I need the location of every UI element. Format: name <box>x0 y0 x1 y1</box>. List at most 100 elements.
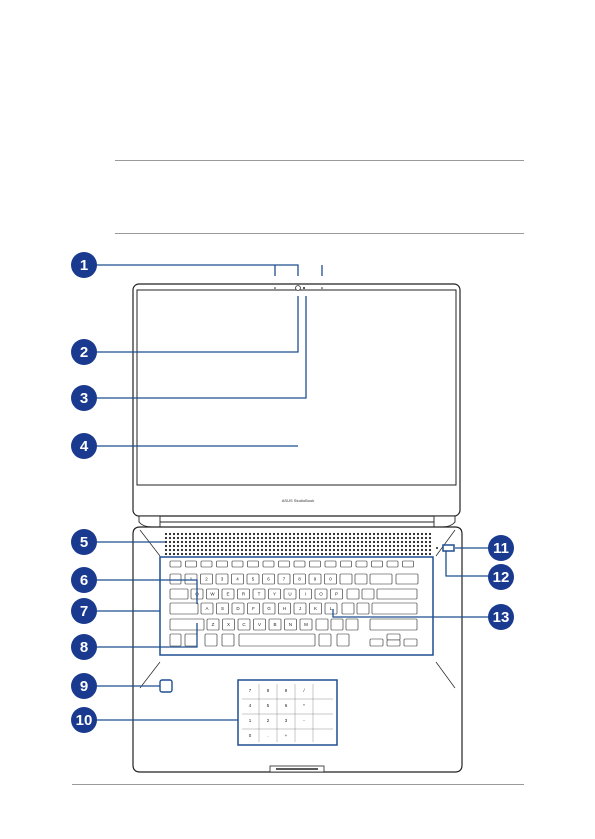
keyboard-key[interactable] <box>342 603 354 614</box>
keyboard-key[interactable] <box>362 589 374 599</box>
keyboard-key[interactable]: E <box>222 589 234 599</box>
keyboard-key[interactable] <box>372 603 417 614</box>
key-cap[interactable] <box>396 574 418 584</box>
keyboard-key[interactable]: 8 <box>294 574 306 584</box>
keyboard-key[interactable] <box>341 561 352 567</box>
keyboard-key[interactable] <box>239 634 315 646</box>
keyboard-key[interactable]: P <box>331 589 343 599</box>
keyboard-key[interactable] <box>331 619 343 630</box>
key-cap[interactable] <box>279 561 290 567</box>
keyboard-key[interactable] <box>325 561 336 567</box>
keyboard-key[interactable]: K <box>310 603 322 614</box>
keyboard-key[interactable]: L <box>325 603 337 614</box>
key-cap[interactable] <box>222 634 234 646</box>
key-cap[interactable] <box>248 561 259 567</box>
key-cap[interactable] <box>170 561 181 567</box>
keyboard-key[interactable] <box>294 561 305 567</box>
keyboard-key[interactable] <box>170 574 181 584</box>
key-cap[interactable] <box>239 634 315 646</box>
keyboard-key[interactable] <box>387 561 398 567</box>
key-cap[interactable] <box>205 634 217 646</box>
key-cap[interactable] <box>347 589 359 599</box>
key-cap[interactable] <box>170 574 181 584</box>
key-cap[interactable] <box>370 574 392 584</box>
key-cap[interactable] <box>263 561 274 567</box>
key-cap[interactable] <box>170 619 204 630</box>
keyboard-key[interactable]: 0 <box>325 574 337 584</box>
keyboard-key[interactable] <box>340 574 352 584</box>
keyboard-key[interactable] <box>403 561 414 567</box>
keyboard-key[interactable]: U <box>284 589 296 599</box>
key-cap[interactable] <box>403 561 414 567</box>
keyboard-key[interactable]: M <box>300 619 312 630</box>
key-cap[interactable] <box>170 634 181 646</box>
keyboard-key[interactable] <box>170 619 204 630</box>
keyboard-key[interactable]: B <box>269 619 281 630</box>
fingerprint-sensor[interactable] <box>160 680 172 692</box>
key-cap[interactable] <box>201 561 212 567</box>
keyboard-key[interactable]: S <box>217 603 229 614</box>
key-cap[interactable] <box>185 634 197 646</box>
keyboard-key[interactable]: 4 <box>232 574 244 584</box>
key-cap[interactable] <box>325 561 336 567</box>
key-cap[interactable] <box>356 561 367 567</box>
keyboard-key[interactable]: O <box>315 589 327 599</box>
key-cap[interactable] <box>186 561 197 567</box>
key-cap[interactable] <box>294 561 305 567</box>
keyboard-key[interactable]: I <box>300 589 312 599</box>
keyboard-key[interactable] <box>404 639 417 646</box>
key-cap[interactable] <box>342 603 354 614</box>
keyboard-key[interactable] <box>201 561 212 567</box>
keyboard-key[interactable] <box>316 619 328 630</box>
key-cap[interactable] <box>372 561 383 567</box>
keyboard-key[interactable]: V <box>254 619 266 630</box>
keyboard-key[interactable] <box>185 634 197 646</box>
keyboard-key[interactable] <box>186 561 197 567</box>
keyboard-key[interactable]: 1 <box>185 574 197 584</box>
keyboard-key[interactable]: 3 <box>216 574 228 584</box>
keyboard-key[interactable] <box>372 561 383 567</box>
keyboard-key[interactable] <box>387 640 400 646</box>
keyboard-key[interactable] <box>279 561 290 567</box>
key-cap[interactable] <box>362 589 374 599</box>
keyboard-key[interactable] <box>346 619 358 630</box>
key-cap[interactable] <box>310 561 321 567</box>
keyboard-key[interactable] <box>170 603 198 614</box>
key-cap[interactable] <box>377 589 417 599</box>
key-cap[interactable] <box>387 561 398 567</box>
keyboard-key[interactable]: 7 <box>278 574 290 584</box>
key-cap[interactable] <box>341 561 352 567</box>
keyboard-key[interactable] <box>387 634 400 640</box>
keyboard-key[interactable]: R <box>238 589 250 599</box>
keyboard-key[interactable] <box>319 634 331 646</box>
keyboard-key[interactable]: G <box>263 603 275 614</box>
keyboard-key[interactable] <box>248 561 259 567</box>
keyboard-key[interactable]: 9 <box>309 574 321 584</box>
key-cap[interactable] <box>357 603 369 614</box>
key-cap[interactable] <box>387 640 400 646</box>
keyboard-key[interactable] <box>310 561 321 567</box>
key-cap[interactable] <box>316 619 328 630</box>
key-cap[interactable] <box>337 634 349 646</box>
keyboard-key[interactable]: D <box>232 603 244 614</box>
keyboard-key[interactable]: X <box>223 619 235 630</box>
keyboard-key[interactable]: J <box>294 603 306 614</box>
key-cap[interactable] <box>387 634 400 640</box>
keyboard-key[interactable] <box>232 561 243 567</box>
keyboard-key[interactable] <box>370 574 392 584</box>
key-cap[interactable] <box>331 619 343 630</box>
keyboard-key[interactable]: C <box>238 619 250 630</box>
key-cap[interactable] <box>319 634 331 646</box>
key-cap[interactable] <box>170 603 198 614</box>
keyboard-key[interactable] <box>217 561 228 567</box>
keyboard-key[interactable] <box>170 561 181 567</box>
numpad-key[interactable]: . <box>267 733 268 738</box>
keyboard-key[interactable]: F <box>248 603 260 614</box>
keyboard-key[interactable] <box>357 603 369 614</box>
keyboard-key[interactable]: 6 <box>263 574 275 584</box>
numpad-key[interactable]: + <box>285 733 288 738</box>
keyboard-key[interactable] <box>337 634 349 646</box>
keyboard-key[interactable] <box>205 634 217 646</box>
keyboard-key[interactable] <box>356 561 367 567</box>
keyboard-key[interactable] <box>222 634 234 646</box>
